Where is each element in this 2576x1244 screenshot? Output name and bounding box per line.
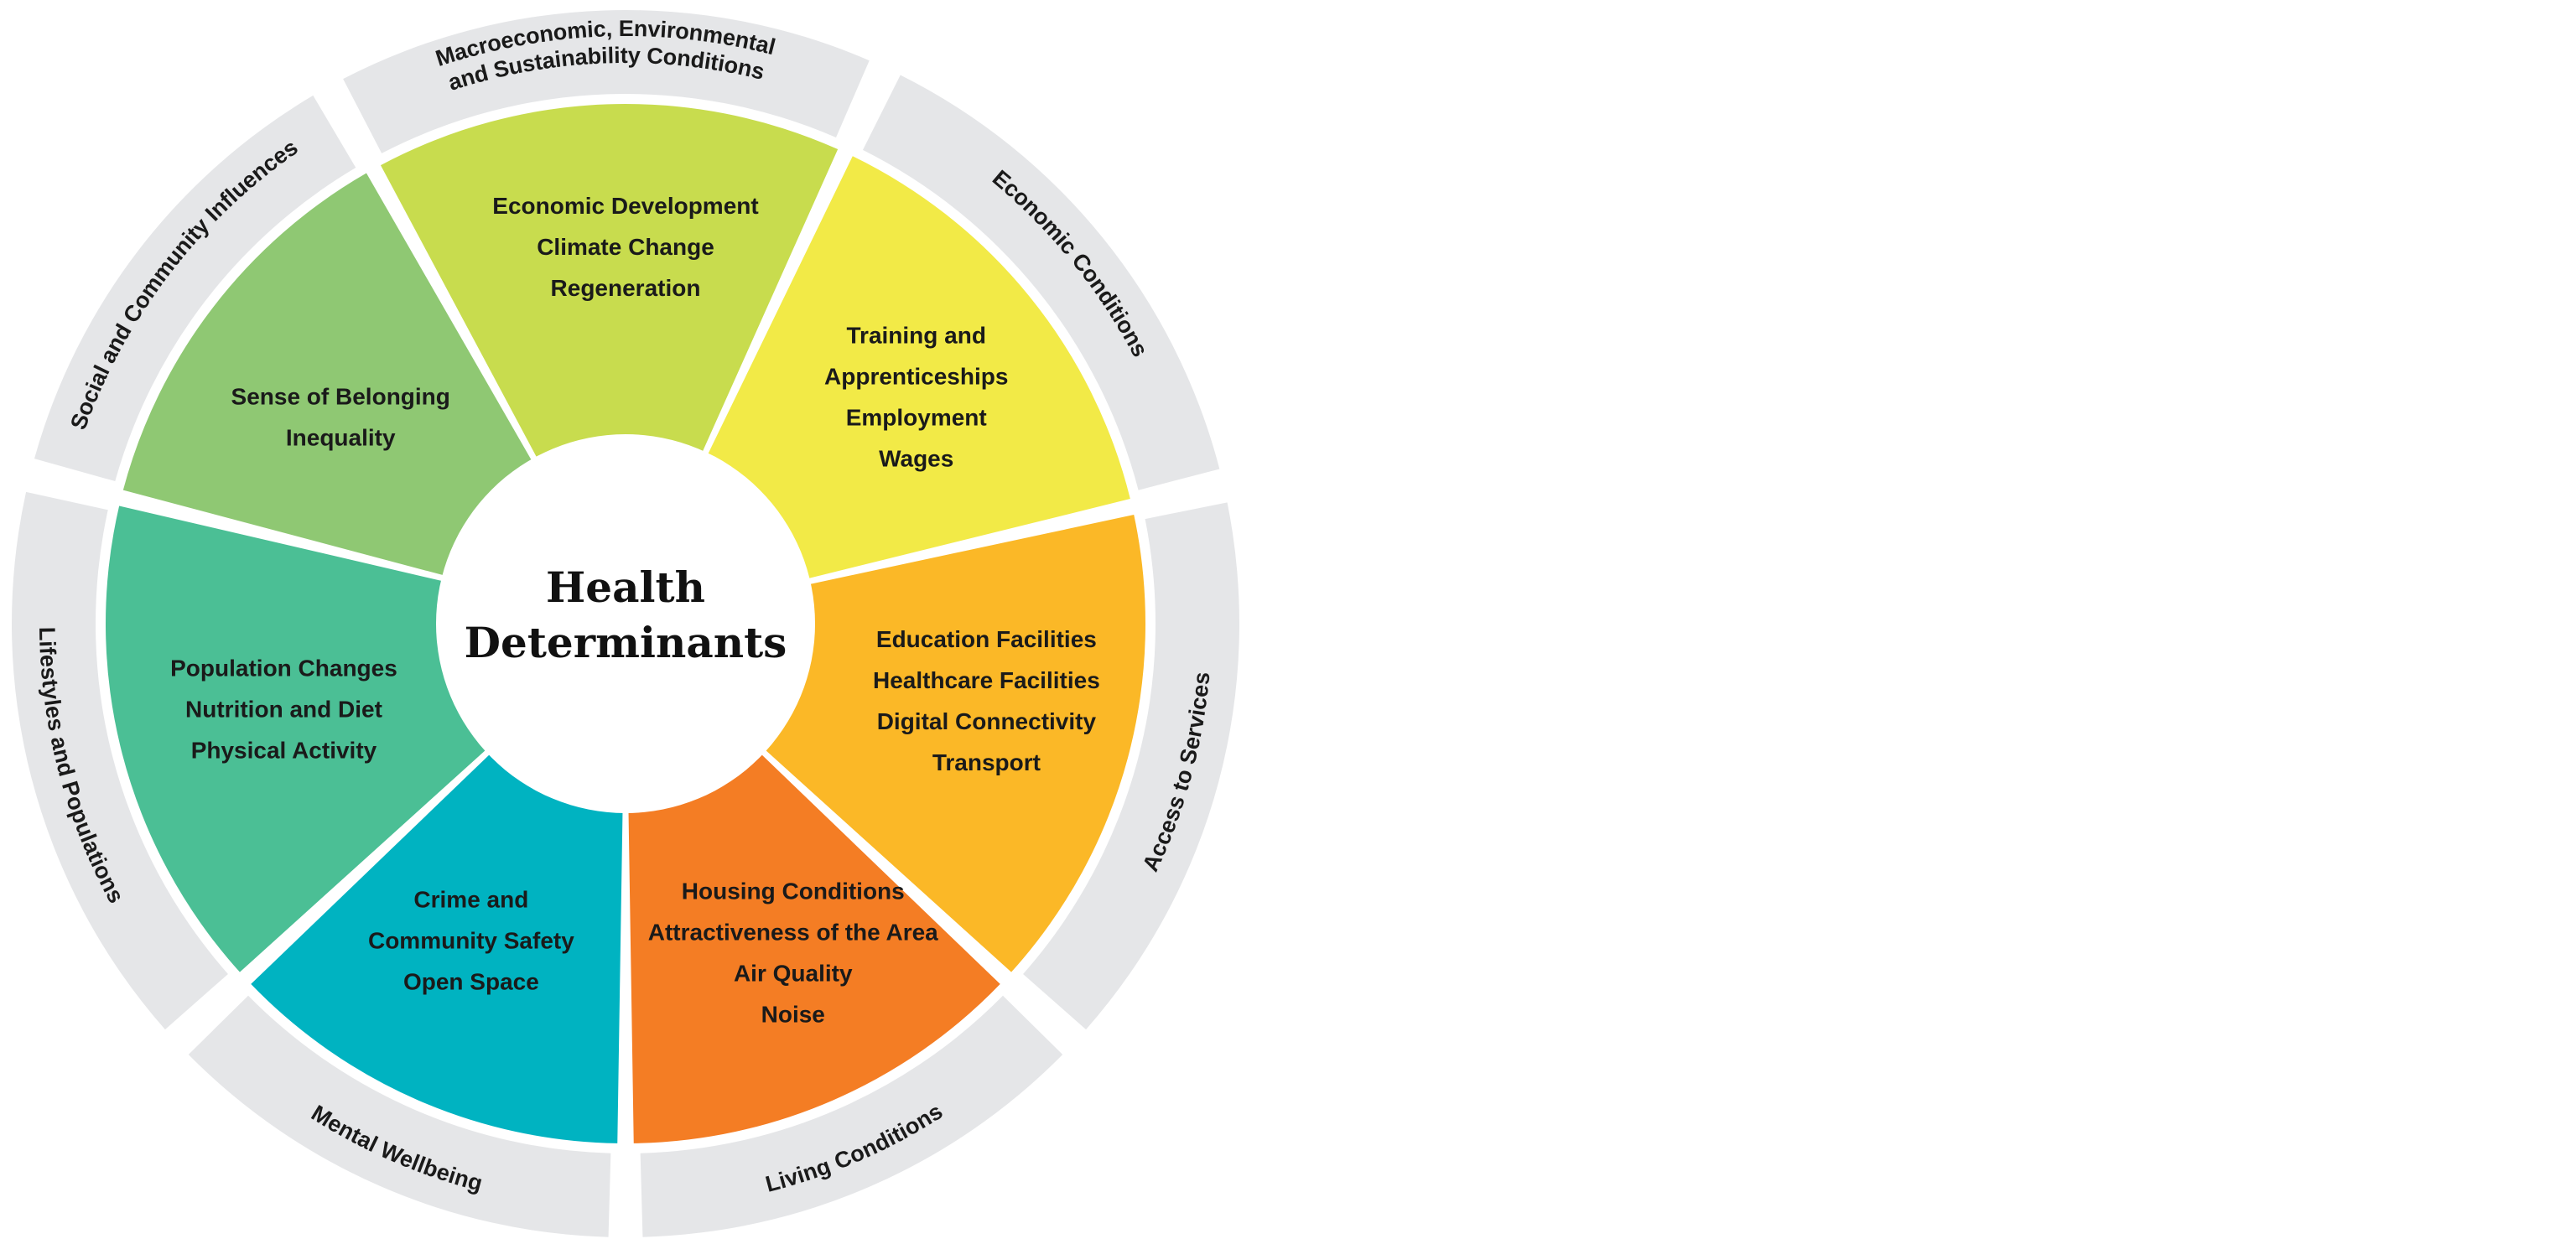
- outer-ring: [11, 9, 1239, 1237]
- segment-item-macroeconomic-2: Climate Change: [537, 234, 714, 260]
- segment-item-access-4: Transport: [932, 749, 1041, 775]
- segment-item-living-4: Noise: [761, 1002, 825, 1028]
- segment-item-social-2: Inequality: [286, 425, 396, 451]
- segment-item-lifestyles-2: Nutrition and Diet: [185, 697, 382, 723]
- ring-segment-social: [34, 95, 356, 482]
- segment-item-living-3: Air Quality: [734, 961, 853, 987]
- ring-segment-macroeconomic: [343, 9, 870, 153]
- segment-lifestyles: [105, 505, 498, 972]
- segment-item-mental-3: Open Space: [403, 968, 539, 994]
- segment-item-access-1: Education Facilities: [876, 626, 1097, 652]
- inner-segments: [105, 103, 1145, 1143]
- segment-social: [122, 173, 540, 580]
- segment-mental: [251, 743, 623, 1143]
- segment-economic: [700, 156, 1130, 583]
- segment-item-access-3: Digital Connectivity: [877, 708, 1097, 734]
- center-hub: Health Determinants: [436, 434, 815, 813]
- segment-item-economic-3: Employment: [846, 405, 987, 431]
- segment-item-macroeconomic-1: Economic Development: [492, 193, 758, 219]
- center-title-line-1: Health: [546, 562, 705, 612]
- segment-item-economic-1: Training and: [846, 323, 985, 349]
- ring-segment-lifestyles: [11, 491, 228, 1030]
- segment-item-mental-2: Community Safety: [368, 927, 574, 953]
- center-circle: [436, 434, 815, 813]
- center-title-line-2: Determinants: [465, 618, 787, 667]
- segment-item-economic-4: Wages: [879, 446, 953, 472]
- ring-segment-economic: [862, 75, 1220, 490]
- segment-item-living-2: Attractiveness of the Area: [648, 920, 938, 946]
- segment-item-lifestyles-3: Physical Activity: [191, 738, 377, 764]
- ring-segment-mental: [188, 995, 611, 1237]
- segment-item-macroeconomic-3: Regeneration: [551, 275, 701, 301]
- ring-segment-living: [640, 995, 1063, 1237]
- segment-living: [628, 743, 1000, 1143]
- segment-item-social-1: Sense of Belonging: [231, 384, 450, 410]
- segment-item-living-1: Housing Conditions: [682, 879, 905, 904]
- segment-access: [753, 515, 1145, 972]
- ring-segment-access: [1023, 502, 1239, 1030]
- segment-item-lifestyles-1: Population Changes: [170, 656, 397, 682]
- segment-item-access-2: Healthcare Facilities: [873, 667, 1100, 693]
- segment-macroeconomic: [380, 103, 839, 472]
- segment-item-mental-1: Crime and: [413, 886, 528, 912]
- segment-item-economic-2: Apprenticeships: [824, 364, 1008, 390]
